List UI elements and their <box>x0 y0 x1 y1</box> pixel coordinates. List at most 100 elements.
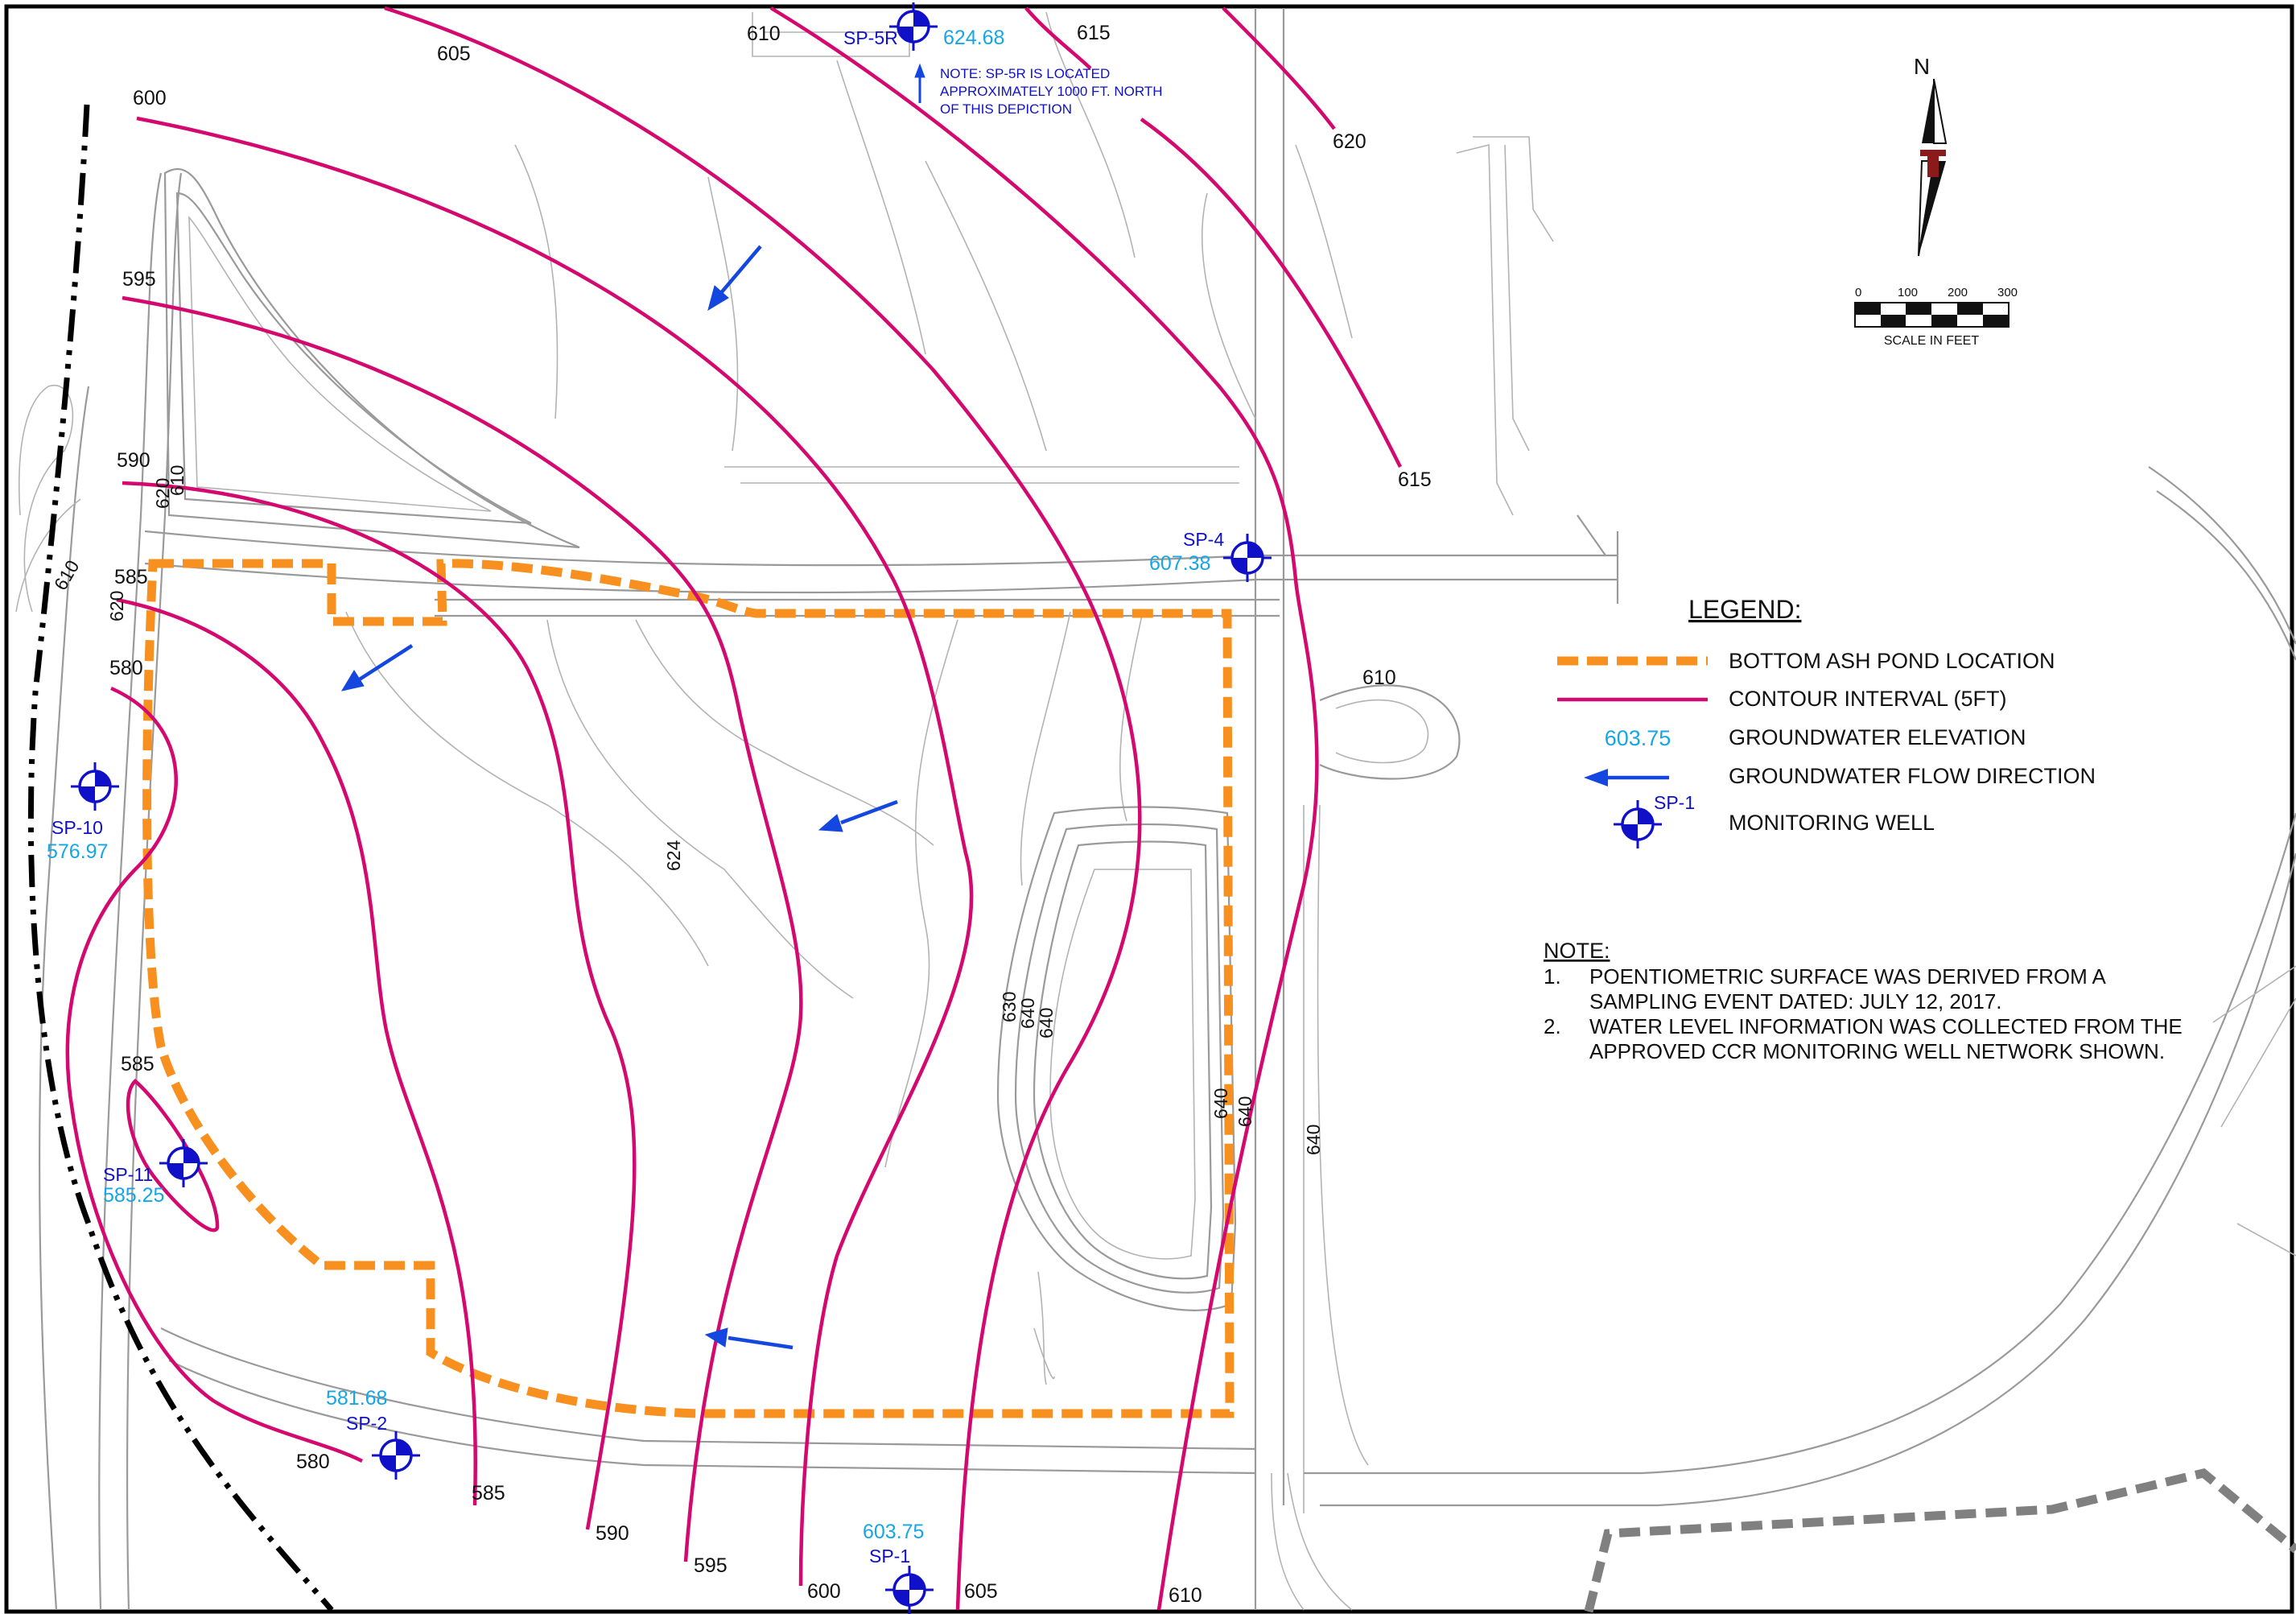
map-border <box>4 4 2294 1614</box>
topo-label: 640 <box>1235 1096 1255 1127</box>
note-number: 2. <box>1544 1014 1561 1038</box>
monitoring-well-sp2-icon[interactable] <box>370 1430 422 1481</box>
topo-label: 640 <box>1036 1008 1057 1038</box>
contour-label: 595 <box>694 1554 728 1577</box>
well-name-sp5r: SP-5R <box>843 27 898 48</box>
contour-labels: 580 580 585 585 585 590 590 595 595 600 … <box>109 22 1432 1607</box>
topography <box>15 8 2296 1611</box>
monitoring-well-sp11-icon[interactable] <box>158 1137 209 1189</box>
gw-elevation-sp4: 607.38 <box>1149 552 1210 575</box>
flow-arrow-icon <box>704 1327 794 1350</box>
note-text: APPROVED CCR MONITORING WELL NETWORK SHO… <box>1589 1039 2165 1063</box>
scale-tick-label: 0 <box>1855 286 1861 299</box>
contour-label: 615 <box>1077 22 1111 44</box>
gw-elevation-sp11: 585.25 <box>103 1184 164 1207</box>
contour-580 <box>65 686 364 1463</box>
flow-arrow-icon <box>707 245 762 312</box>
gw-elevation-sp2: 581.68 <box>326 1387 387 1410</box>
topo-label: 624 <box>663 840 684 871</box>
gw-elevation-sp1: 603.75 <box>863 1521 924 1543</box>
well-name-sp1: SP-1 <box>869 1546 910 1567</box>
scale-tick-label: 300 <box>1997 286 2018 299</box>
contour-label: 610 <box>747 23 781 45</box>
sp5r-note-line-2: APPROXIMATELY 1000 FT. NORTH <box>940 84 1163 99</box>
contour-label: 590 <box>117 449 150 472</box>
north-label: N <box>1914 54 1930 79</box>
legend-label: MONITORING WELL <box>1729 811 1935 835</box>
site-boundary-line <box>27 104 334 1612</box>
flow-arrow-icon <box>1584 769 1669 786</box>
contour-620 <box>1222 6 1336 130</box>
legend-label: GROUNDWATER FLOW DIRECTION <box>1729 764 2096 788</box>
scale-tick-label: 100 <box>1898 286 1918 299</box>
contour-label: 585 <box>114 566 148 588</box>
contour-595 <box>122 295 803 1562</box>
groundwater-value: 603.75 <box>1605 726 1672 750</box>
property-line <box>1584 1468 2296 1613</box>
contour-615 <box>1024 6 1403 469</box>
note-text: SAMPLING EVENT DATED: JULY 12, 2017. <box>1589 989 2002 1013</box>
monitoring-well-sp1-icon[interactable] <box>884 1564 935 1614</box>
sp5r-note-line-3: OF THIS DEPICTION <box>940 101 1072 117</box>
scale-tick-label: 200 <box>1948 286 1968 299</box>
contour-label: 605 <box>964 1580 998 1603</box>
contour-590 <box>122 481 637 1530</box>
contour-label: 580 <box>296 1451 330 1473</box>
sp5r-note-line-1: NOTE: SP-5R IS LOCATED <box>940 66 1110 81</box>
legend-well-label: SP-1 <box>1654 792 1695 813</box>
scale-caption: SCALE IN FEET <box>1884 334 1979 348</box>
contour-600 <box>136 116 974 1587</box>
legend-label: GROUNDWATER ELEVATION <box>1729 725 2026 749</box>
notes-heading: NOTE: <box>1544 939 1610 963</box>
topo-label: 610 <box>50 556 84 593</box>
contour-label: 600 <box>133 87 167 109</box>
topo-label: 620 <box>106 591 127 621</box>
contour-label: 620 <box>1333 130 1366 153</box>
legend-title: LEGEND: <box>1688 595 1801 624</box>
topo-label: 640 <box>1017 998 1038 1029</box>
flow-arrow-icon <box>340 644 414 691</box>
contour-label: 605 <box>437 43 471 65</box>
groundwater-flow-arrows <box>340 63 925 1350</box>
note-text: WATER LEVEL INFORMATION WAS COLLECTED FR… <box>1589 1014 2183 1038</box>
monitoring-well-sp10-icon[interactable] <box>69 761 121 812</box>
gw-elevation-sp10: 576.97 <box>47 840 108 863</box>
well-name-sp4: SP-4 <box>1183 529 1224 550</box>
topo-label: 630 <box>999 992 1020 1022</box>
legend-label: BOTTOM ASH POND LOCATION <box>1729 649 2055 673</box>
scale-bar: 0 100 200 300 SCALE IN FEET <box>1854 286 2018 348</box>
well-name-sp10: SP-10 <box>52 817 103 838</box>
bottom-ash-pond-outline <box>142 559 1235 1418</box>
contour-610 <box>769 6 1319 1611</box>
legend: LEGEND: BOTTOM ASH POND LOCATION CONTOUR… <box>1557 595 2096 850</box>
topo-label: 620 <box>152 478 173 509</box>
topo-labels: 610 620 620 610 624 630 640 640 640 640 … <box>50 465 1324 1155</box>
note-number: 1. <box>1544 964 1561 989</box>
topo-label: 640 <box>1303 1125 1324 1155</box>
note-text: POENTIOMETRIC SURFACE WAS DERIVED FROM A <box>1589 964 2107 989</box>
well-name-sp2: SP-2 <box>346 1413 387 1434</box>
north-arrow: N <box>1914 54 1948 257</box>
well-name-sp11: SP-11 <box>103 1164 153 1185</box>
contour-605 <box>384 6 1142 1611</box>
contour-label: 590 <box>596 1522 629 1545</box>
contour-label: 580 <box>109 657 143 679</box>
sp5r-note-arrow-icon <box>914 63 925 103</box>
potentiometric-contours <box>65 6 1403 1611</box>
contour-label: 610 <box>1169 1584 1202 1607</box>
contour-label: 610 <box>1362 667 1396 689</box>
notes: NOTE: 1. POENTIOMETRIC SURFACE WAS DERIV… <box>1544 939 2183 1063</box>
contour-label: 600 <box>807 1580 841 1603</box>
legend-label: CONTOUR INTERVAL (5FT) <box>1729 687 2007 711</box>
topo-label: 640 <box>1210 1088 1231 1119</box>
flow-arrow-icon <box>818 799 898 832</box>
contour-label: 615 <box>1398 469 1432 491</box>
topo-label: 610 <box>167 465 188 496</box>
monitoring-well-sp4-icon[interactable] <box>1222 532 1273 584</box>
contour-label: 585 <box>121 1053 155 1075</box>
contour-label: 595 <box>122 268 156 291</box>
gw-elevation-sp5r: 624.68 <box>943 27 1004 49</box>
contour-585 <box>116 597 477 1506</box>
contour-label: 585 <box>472 1482 505 1505</box>
